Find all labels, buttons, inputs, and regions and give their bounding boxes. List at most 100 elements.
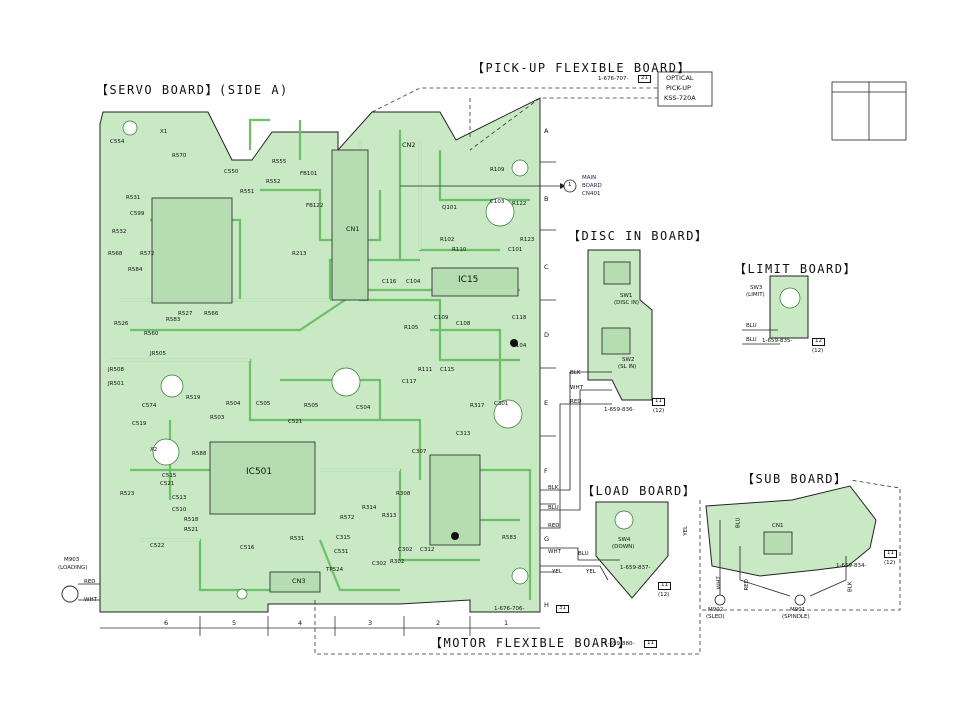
comp-label: R572 [140, 251, 155, 257]
wire-red-m903: RED [84, 579, 96, 585]
grid-col-1: 1 [504, 619, 509, 627]
comp-label: R519 [186, 395, 201, 401]
wire-blk-servo: BLK [548, 485, 559, 491]
pn-disc-in: 1-659-836- [604, 407, 635, 413]
grid-ticks-right [540, 161, 556, 573]
title-servo-board: 【SERVO BOARD】(SIDE A) [96, 83, 289, 97]
mount-hole-1 [122, 120, 138, 136]
sw1-desc: (DISC IN) [614, 300, 639, 306]
sub-board-cn1-label: CN1 [772, 523, 784, 529]
comp-label: JR501 [108, 381, 124, 387]
comp-label: C521 [288, 419, 303, 425]
title-load-board: 【LOAD BOARD】 [582, 484, 697, 498]
comp-label: R122 [512, 201, 527, 207]
pn-load-ref2: (12) [658, 592, 670, 598]
comp-label: R531 [290, 536, 305, 542]
wire-wht-discin: WHT [570, 385, 583, 391]
wire-blu-servo: BLU [548, 505, 559, 511]
via-dot-2 [451, 532, 459, 540]
comp-label: R588 [192, 451, 207, 457]
comp-label: R523 [120, 491, 135, 497]
grid-col-6: 6 [164, 619, 169, 627]
optical-pickup-line1: OPTICAL [666, 74, 694, 82]
wire-red-servo: RED [548, 523, 560, 529]
sw4-body [614, 510, 634, 530]
grid-ticks-bottom [199, 616, 471, 636]
pn-limit-ref2: (12) [812, 348, 824, 354]
comp-label: C505 [256, 401, 271, 407]
cn1-body [331, 149, 369, 301]
cn1-label: CN1 [346, 225, 360, 233]
wire-red-discin: RED [570, 399, 582, 405]
comp-label: R583 [502, 535, 517, 541]
main-board-circle [563, 179, 577, 193]
sw1-body [603, 261, 631, 285]
sw3-body [779, 287, 801, 309]
comp-label: R568 [108, 251, 123, 257]
pn-motor-flex-ref: 11 [644, 640, 657, 648]
wire-blu-load: BLU [578, 551, 589, 557]
wires-disc-in [540, 371, 612, 529]
sub-board-flex-dash [699, 479, 901, 611]
comp-label: R123 [520, 237, 535, 243]
wire-blk-sub: BLK [847, 581, 854, 592]
comp-label: R105 [404, 325, 419, 331]
ic501-label: IC501 [246, 467, 273, 477]
grid-col-3: 3 [368, 619, 373, 627]
comp-label: R532 [112, 229, 127, 235]
wire-wht-m903: WHT [84, 597, 97, 603]
comp-label: C554 [110, 139, 125, 145]
ic15-label: IC15 [458, 275, 479, 285]
title-pickup-flex-board: 【PICK-UP FLEXIBLE BOARD】 [472, 61, 691, 75]
m901-label: M901 [790, 607, 806, 613]
comp-label: R102 [440, 237, 455, 243]
pn-limit-ref: 12 [812, 338, 825, 346]
comp-label: R314 [362, 505, 377, 511]
comp-label: C115 [440, 367, 455, 373]
comp-label: JR505 [150, 351, 166, 357]
comp-label: C109 [434, 315, 449, 321]
comp-label: R317 [470, 403, 485, 409]
wire-red-sub: RED [744, 578, 751, 591]
main-board-line3: CN401 [582, 191, 601, 197]
pn-servo: 1-676-706- [494, 606, 525, 612]
comp-label: TP524 [326, 567, 344, 573]
m902-desc: (SLED) [706, 614, 725, 620]
comp-label: C515 [162, 473, 177, 479]
grid-row-h: H [544, 601, 549, 609]
comp-label: R570 [172, 153, 187, 159]
cn2-label: CN2 [402, 141, 416, 149]
m901-desc: (SPINDLE) [782, 614, 810, 620]
comp-label: C103 [490, 199, 505, 205]
comp-label: C313 [456, 431, 471, 437]
pn-motor-flex: 1-659-880- [604, 641, 635, 647]
m903-symbol [61, 585, 79, 603]
title-disc-in-board: 【DISC IN BOARD】 [568, 229, 709, 243]
cn3-body [269, 571, 321, 593]
wire-yel-load: YEL [586, 569, 596, 575]
comp-label: C531 [334, 549, 349, 555]
m901-symbol [794, 594, 806, 606]
wire-blu-sub: BLU [735, 517, 742, 529]
pn-pickup-flex-ref: 21 [638, 75, 651, 83]
comp-label: R552 [266, 179, 281, 185]
comp-label: C312 [420, 547, 435, 553]
sw2-desc: (SL IN) [618, 364, 637, 370]
main-board-num: 1 [568, 182, 572, 188]
grid-col-5: 5 [232, 619, 237, 627]
comp-label: R583 [166, 317, 181, 323]
comp-label: C301 [494, 401, 509, 407]
comp-label: C522 [150, 543, 165, 549]
load-board-outline [595, 501, 669, 599]
comp-label: C516 [240, 545, 255, 551]
comp-label: C510 [172, 507, 187, 513]
comp-label: JR508 [108, 367, 124, 373]
sw1-label: SW1 [620, 293, 633, 299]
grid-row-g: G [544, 535, 550, 543]
comp-label: C315 [336, 535, 351, 541]
pn-servo-ref: 31 [556, 605, 569, 613]
comp-label: R313 [382, 513, 397, 519]
wire-blu-limit-2: BLU [746, 337, 757, 343]
comp-label: C574 [142, 403, 157, 409]
